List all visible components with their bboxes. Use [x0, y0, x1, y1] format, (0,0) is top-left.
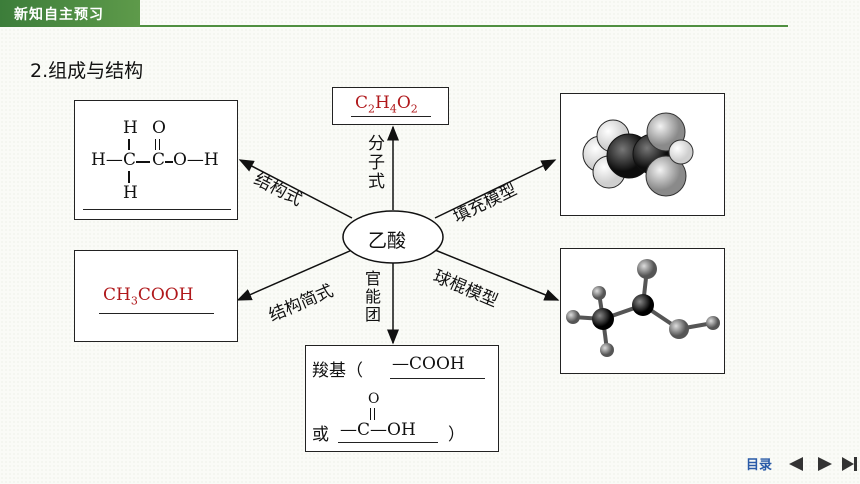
- space-filling-model-box: [560, 93, 725, 216]
- label-molecular-formula: 分 子 式: [368, 134, 385, 192]
- structural-formula-box: H O H— C C O—H H: [74, 100, 238, 220]
- arrow-simple: [236, 249, 353, 301]
- simple-formula-box: CH3COOH: [74, 250, 238, 342]
- center-label: 乙酸: [368, 230, 407, 252]
- prev-icon[interactable]: [789, 457, 803, 471]
- atom-h-top: H: [123, 118, 138, 138]
- bond-c-o-double-1: [155, 139, 157, 150]
- carbonyl-o: O: [368, 391, 380, 407]
- nav-controls: [789, 457, 857, 471]
- bond-c-c: [136, 161, 150, 163]
- header-title: 新知自主预习: [14, 7, 104, 23]
- molecular-formula: C2H4O2: [355, 93, 418, 116]
- atom-o-top: O: [152, 118, 166, 138]
- section-title: 2.组成与结构: [30, 60, 144, 82]
- atom-c2: C: [152, 150, 166, 170]
- ball-stick-model-box: [560, 248, 725, 374]
- functional-name: 羧基（: [312, 361, 363, 381]
- next-icon[interactable]: [818, 457, 832, 471]
- answer-underline: [351, 116, 431, 118]
- space-filling-model-image: [582, 112, 694, 197]
- arrow-ball-stick: [434, 249, 560, 301]
- bond-c-o-double-2: [159, 139, 161, 150]
- answer-underline: [390, 378, 485, 380]
- carboxyl-structure: —C—OH: [340, 420, 416, 440]
- double-bond-1: [370, 408, 372, 420]
- answer-underline: [338, 442, 438, 444]
- atom-h-bottom: H: [123, 183, 138, 203]
- close-paren: ）: [448, 425, 465, 445]
- molecular-formula-box: C2H4O2: [332, 87, 449, 125]
- answer-underline: [99, 313, 214, 315]
- simple-formula: CH3COOH: [103, 285, 194, 308]
- answer-underline: [83, 209, 231, 211]
- bond-c-h-top: [128, 139, 130, 150]
- center-ellipse: [342, 210, 444, 264]
- atom-h-left: H—: [91, 150, 123, 170]
- atom-o-h: O—H: [173, 150, 219, 170]
- functional-answer: —COOH: [392, 354, 465, 374]
- functional-group-box: 羧基（ —COOH O 或 —C—OH ）: [305, 345, 499, 452]
- toc-link[interactable]: 目录: [746, 458, 773, 473]
- bond-c-o: [165, 161, 173, 163]
- arrow-structural: [238, 159, 353, 219]
- ball-stick-model-image: [566, 259, 720, 357]
- last-icon[interactable]: [842, 457, 857, 471]
- double-bond-2: [374, 408, 376, 420]
- bond-c-h-bottom: [128, 171, 130, 183]
- header-divider: [140, 25, 788, 27]
- or-text: 或: [312, 425, 329, 445]
- label-functional-group: 官 能 团: [365, 269, 382, 324]
- atom-c1: C: [123, 150, 137, 170]
- header-bar: 新知自主预习: [0, 0, 140, 27]
- arrow-space-filling: [434, 159, 557, 219]
